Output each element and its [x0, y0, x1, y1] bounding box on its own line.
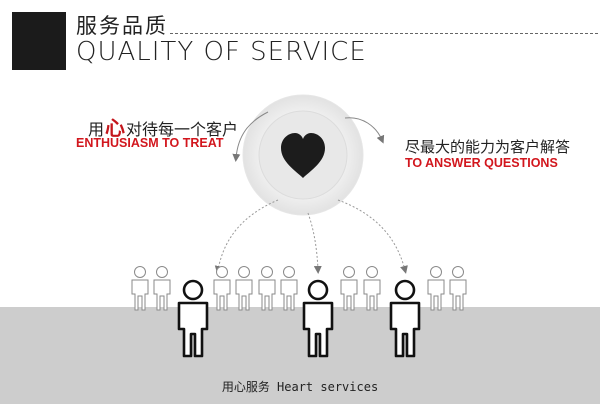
person-icon	[131, 266, 149, 311]
right-caption-en: TO ANSWER QUESTIONS	[405, 156, 558, 170]
page-title-en: QUALITY OF SERVICE	[76, 37, 367, 67]
dotted-arrow-center	[307, 212, 322, 274]
person-icon	[340, 266, 358, 311]
heart-icon	[281, 133, 325, 178]
person-icon	[153, 266, 171, 311]
person-icon	[389, 279, 421, 358]
header-block	[12, 12, 66, 70]
person-icon	[427, 266, 445, 311]
left-curve-arrow	[232, 111, 269, 162]
page-title-cn: 服务品质	[76, 14, 168, 38]
left-caption-highlight: 心	[105, 116, 126, 140]
people-large	[177, 279, 421, 358]
dotted-arrow-right	[337, 199, 408, 274]
title-divider	[170, 33, 598, 34]
person-icon	[258, 266, 276, 311]
dotted-arrow-left	[214, 199, 279, 274]
left-caption-cn: 用心对待每一个客户	[88, 112, 238, 141]
left-caption-prefix: 用	[88, 120, 105, 139]
people-small	[131, 266, 467, 311]
person-icon	[235, 266, 253, 311]
right-curve-arrow	[344, 117, 385, 144]
person-icon	[280, 266, 298, 311]
person-icon	[302, 279, 334, 358]
footer-caption: 用心服务 Heart services	[221, 380, 379, 394]
left-caption-en: ENTHUSIASM TO TREAT	[76, 136, 224, 150]
person-icon	[449, 266, 467, 311]
left-caption-suffix: 对待每一个客户	[126, 120, 239, 139]
person-icon	[177, 279, 209, 358]
person-icon	[213, 266, 231, 311]
person-icon	[363, 266, 381, 311]
right-caption-cn: 尽最大的能力为客户解答	[405, 138, 571, 156]
floor-band	[0, 307, 600, 404]
